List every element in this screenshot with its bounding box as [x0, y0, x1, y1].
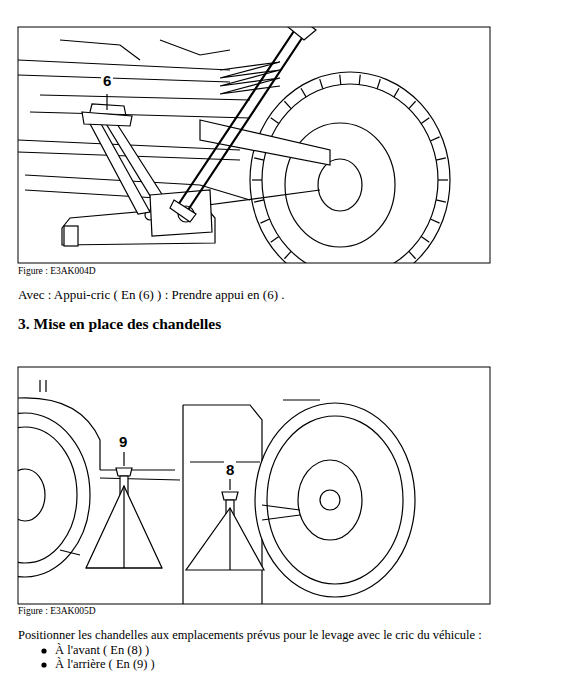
drawing-stroke [178, 28, 306, 210]
drawing-stroke [18, 427, 77, 563]
drawing-stroke [18, 469, 45, 521]
tread-stroke [394, 88, 399, 97]
tread-stroke [421, 118, 429, 124]
drawing-stroke [86, 486, 162, 568]
tread-stroke [340, 75, 341, 85]
drawing-stroke [86, 486, 162, 568]
tread-stroke [284, 101, 291, 108]
tread-stroke [430, 219, 439, 223]
drawing-stroke [229, 479, 230, 490]
drawing-stroke [186, 508, 264, 570]
stands-figure [18, 380, 415, 604]
drawing-stroke [60, 40, 230, 60]
drawing-stroke [18, 413, 90, 577]
tread-stroke [260, 219, 269, 223]
tread-stroke [438, 179, 448, 180]
drawing-stroke [320, 490, 340, 510]
list-item: À l'avant ( En (8) ) [55, 643, 149, 657]
drawing-stroke [90, 104, 126, 116]
tread-stroke [254, 158, 264, 160]
bullet-dot [41, 662, 46, 667]
drawing-stroke [170, 200, 196, 222]
drawing-stroke [252, 75, 448, 263]
tread-stroke [271, 236, 279, 242]
drawing-stroke [288, 27, 316, 40]
drawing-stroke [82, 112, 132, 126]
drawing-stroke [123, 452, 124, 466]
drawing-stroke [229, 508, 230, 570]
drawing-stroke [18, 60, 250, 160]
tread-stroke [409, 251, 416, 258]
bullet-dot [41, 648, 46, 653]
tread-stroke [271, 118, 279, 124]
figure-caption: Figure : E3AK005D [18, 606, 96, 617]
figure-frame [18, 27, 490, 263]
figure-caption: Figure : E3AK004D [18, 266, 96, 277]
body-text: Avec : Appui-cric ( En (6) ) : Prendre a… [18, 288, 285, 303]
drawing-stroke [40, 380, 46, 392]
tread-stroke [409, 101, 416, 108]
drawing-stroke [285, 123, 395, 247]
tread-stroke [320, 79, 323, 89]
drawing-stroke [183, 405, 262, 604]
tread-stroke [377, 79, 380, 89]
drawing-stroke [318, 159, 362, 211]
drawing-stroke [250, 72, 450, 263]
callout-number: 6 [101, 72, 113, 89]
body-text: Positionner les chandelles aux emplaceme… [18, 628, 482, 642]
tread-stroke [284, 251, 291, 258]
drawing-stroke [267, 416, 403, 584]
drawing-stroke [116, 468, 132, 476]
tread-stroke [436, 200, 446, 202]
callout-number: 9 [117, 433, 129, 450]
tread-stroke [252, 179, 262, 180]
tread-stroke [254, 200, 264, 202]
drawing-stroke [64, 226, 78, 246]
drawing-stroke [262, 505, 300, 520]
tread-stroke [421, 236, 429, 242]
drawing-stroke [150, 190, 212, 236]
callout-number: 8 [224, 461, 236, 478]
tread-stroke [359, 75, 360, 85]
drawing-stroke [106, 94, 107, 110]
jack-figure [18, 27, 450, 263]
section-heading: 3. Mise en place des chandelles [18, 315, 221, 333]
tread-stroke [301, 88, 306, 97]
drawing-stroke [298, 460, 362, 540]
tread-stroke [436, 158, 446, 160]
drawing-stroke [262, 84, 438, 263]
figure-frame [18, 367, 490, 604]
drawing-stroke [255, 403, 415, 597]
tread-stroke [430, 137, 439, 141]
drawing-stroke [222, 492, 238, 500]
list-item: À l'arrière ( En (9) ) [55, 657, 155, 671]
